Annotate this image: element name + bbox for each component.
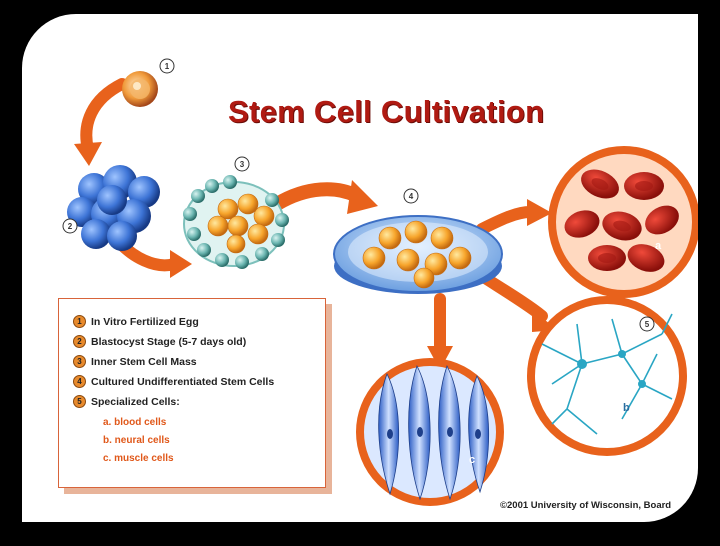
legend-subitem-muscle: c. muscle cells xyxy=(103,453,174,464)
fertilized-egg-illustration xyxy=(122,71,158,107)
petri-dish-illustration xyxy=(333,215,503,294)
svg-text:3: 3 xyxy=(240,160,245,169)
legend-box: 1 In Vitro Fertilized Egg 2 Blastocyst S… xyxy=(58,298,326,488)
stem-cell-diagram: 1 2 3 4 5 xyxy=(62,58,698,506)
legend-item-5: 5 Specialized Cells: xyxy=(73,395,180,408)
marker-4: 4 xyxy=(403,188,419,204)
label-c: c xyxy=(469,454,476,466)
legend-number-badge: 1 xyxy=(73,315,86,328)
arrow-dish-to-muscle xyxy=(427,293,453,370)
arrow-dish-to-blood xyxy=(476,199,552,235)
legend-item-label: Inner Stem Cell Mass xyxy=(91,355,197,368)
legend-subitem-blood: a. blood cells xyxy=(103,417,167,428)
page-title: Stem Cell Cultivation xyxy=(228,94,545,129)
marker-3: 3 xyxy=(234,156,250,172)
muscle-cells-illustration xyxy=(356,358,504,506)
legend-item-label: Cultured Undifferentiated Stem Cells xyxy=(91,375,275,388)
legend-number-badge: 2 xyxy=(73,335,86,348)
label-b: b xyxy=(623,402,630,414)
marker-2: 2 xyxy=(62,218,78,234)
blood-cells-illustration xyxy=(548,146,698,298)
legend-subitem-neural: b. neural cells xyxy=(103,435,170,446)
arrow-egg-to-blastocyst xyxy=(74,78,128,166)
legend-number-badge: 5 xyxy=(73,395,86,408)
svg-text:2: 2 xyxy=(68,222,73,231)
legend-item-1: 1 In Vitro Fertilized Egg xyxy=(73,315,199,328)
arrow-dish-to-neural xyxy=(476,270,557,332)
svg-text:1: 1 xyxy=(165,62,170,71)
marker-5: 5 xyxy=(639,316,655,332)
label-a: a xyxy=(655,240,662,252)
legend-item-4: 4 Cultured Undifferentiated Stem Cells xyxy=(73,375,274,388)
svg-text:4: 4 xyxy=(409,192,414,201)
legend-item-label: Specialized Cells: xyxy=(91,395,180,408)
neural-cells-illustration xyxy=(527,296,687,456)
legend-item-label: In Vitro Fertilized Egg xyxy=(91,315,199,328)
arrow-icm-to-dish xyxy=(270,180,378,214)
marker-1: 1 xyxy=(159,58,175,74)
diagram-frame: 1 2 3 4 5 Stem Cell Cultivation a b c 1 … xyxy=(22,14,698,522)
svg-text:5: 5 xyxy=(645,320,650,329)
legend-item-2: 2 Blastocyst Stage (5-7 days old) xyxy=(73,335,246,348)
legend-number-badge: 4 xyxy=(73,375,86,388)
blastocyst-illustration xyxy=(67,165,160,251)
legend-item-3: 3 Inner Stem Cell Mass xyxy=(73,355,197,368)
legend-number-badge: 3 xyxy=(73,355,86,368)
legend-item-label: Blastocyst Stage (5-7 days old) xyxy=(91,335,247,348)
copyright-notice: ©2001 University of Wisconsin, Board xyxy=(500,500,672,511)
inner-cell-mass-illustration xyxy=(183,175,289,269)
